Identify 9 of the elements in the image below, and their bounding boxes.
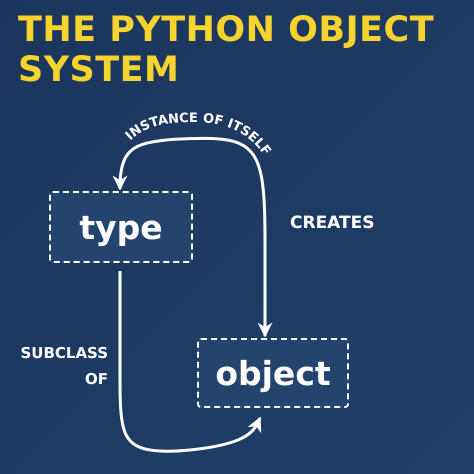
dashed-box <box>49 191 193 263</box>
annotation-text: CREATES <box>290 213 374 233</box>
node-label: object <box>215 354 331 392</box>
dashed-box <box>197 338 349 408</box>
node-label: type <box>79 208 163 246</box>
edge-label: SUBCLASS OF <box>19 343 108 390</box>
curved-arrow <box>118 271 262 453</box>
title: THE PYTHON OBJECT SYSTEM <box>18 10 436 90</box>
curved-arrow <box>112 136 272 338</box>
